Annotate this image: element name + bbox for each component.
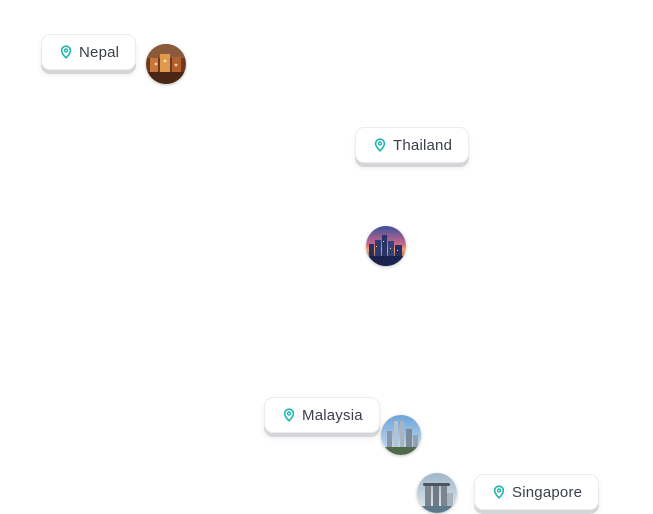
destination-label: Malaysia [302, 406, 363, 424]
destination-pill-malaysia[interactable]: Malaysia [264, 397, 380, 433]
destination-label: Nepal [79, 43, 120, 61]
map-pin-icon [283, 408, 295, 422]
destination-pill-nepal[interactable]: Nepal [41, 34, 137, 70]
thailand-photo-thumbnail[interactable] [366, 226, 406, 266]
map-pin-icon [374, 138, 386, 152]
destination-pill-thailand[interactable]: Thailand [355, 127, 470, 163]
destination-pill-singapore[interactable]: Singapore [474, 474, 600, 510]
destination-label: Singapore [512, 483, 583, 501]
singapore-photo-thumbnail[interactable] [417, 473, 457, 513]
nepal-photo-thumbnail[interactable] [146, 44, 186, 84]
map-pin-icon [493, 485, 505, 499]
destination-label: Thailand [393, 136, 453, 154]
malaysia-photo-thumbnail[interactable] [381, 415, 421, 455]
map-pin-icon [60, 45, 72, 59]
